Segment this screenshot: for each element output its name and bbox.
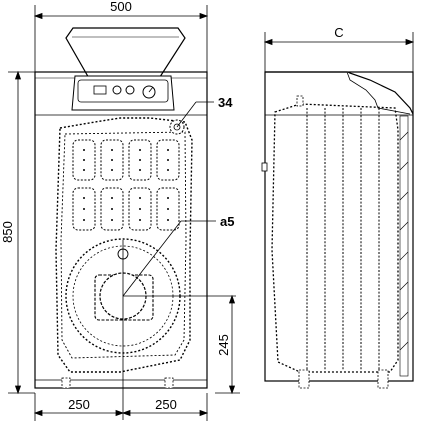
dimension-width-500 (33, 5, 209, 72)
label-left-250: 250 (68, 397, 90, 412)
side-connection-bottom-right (377, 369, 389, 389)
dimension-height-850 (8, 70, 35, 395)
label-depth-c: C (334, 25, 343, 40)
side-connection-left (261, 162, 268, 172)
callout-34: 34 (218, 95, 233, 110)
knob-icon (112, 85, 122, 95)
dimension-flue-height-245 (215, 294, 240, 395)
dimension-bottom (33, 393, 209, 421)
front-view: 500 850 (0, 0, 240, 421)
heat-exchanger-fins (72, 139, 180, 231)
foot-left (61, 377, 71, 389)
boiler-cabinet (34, 71, 208, 389)
side-view: C (261, 25, 415, 389)
label-height-850: 850 (0, 221, 15, 243)
heat-exchanger-outline (55, 117, 193, 373)
side-sections (306, 108, 380, 370)
side-heat-exchanger-outline (271, 103, 399, 373)
foot-right (164, 377, 174, 389)
knob-icon (125, 85, 135, 95)
display-icon (93, 85, 107, 95)
label-right-250: 250 (155, 397, 177, 412)
callout-a5: a5 (220, 214, 234, 229)
label-flue-height-245: 245 (216, 334, 231, 356)
side-connection-top (296, 95, 304, 107)
side-cabinet (264, 71, 414, 382)
side-connection-bottom-left (298, 369, 310, 389)
side-panel-lid (265, 71, 414, 115)
label-width-500: 500 (110, 0, 132, 14)
